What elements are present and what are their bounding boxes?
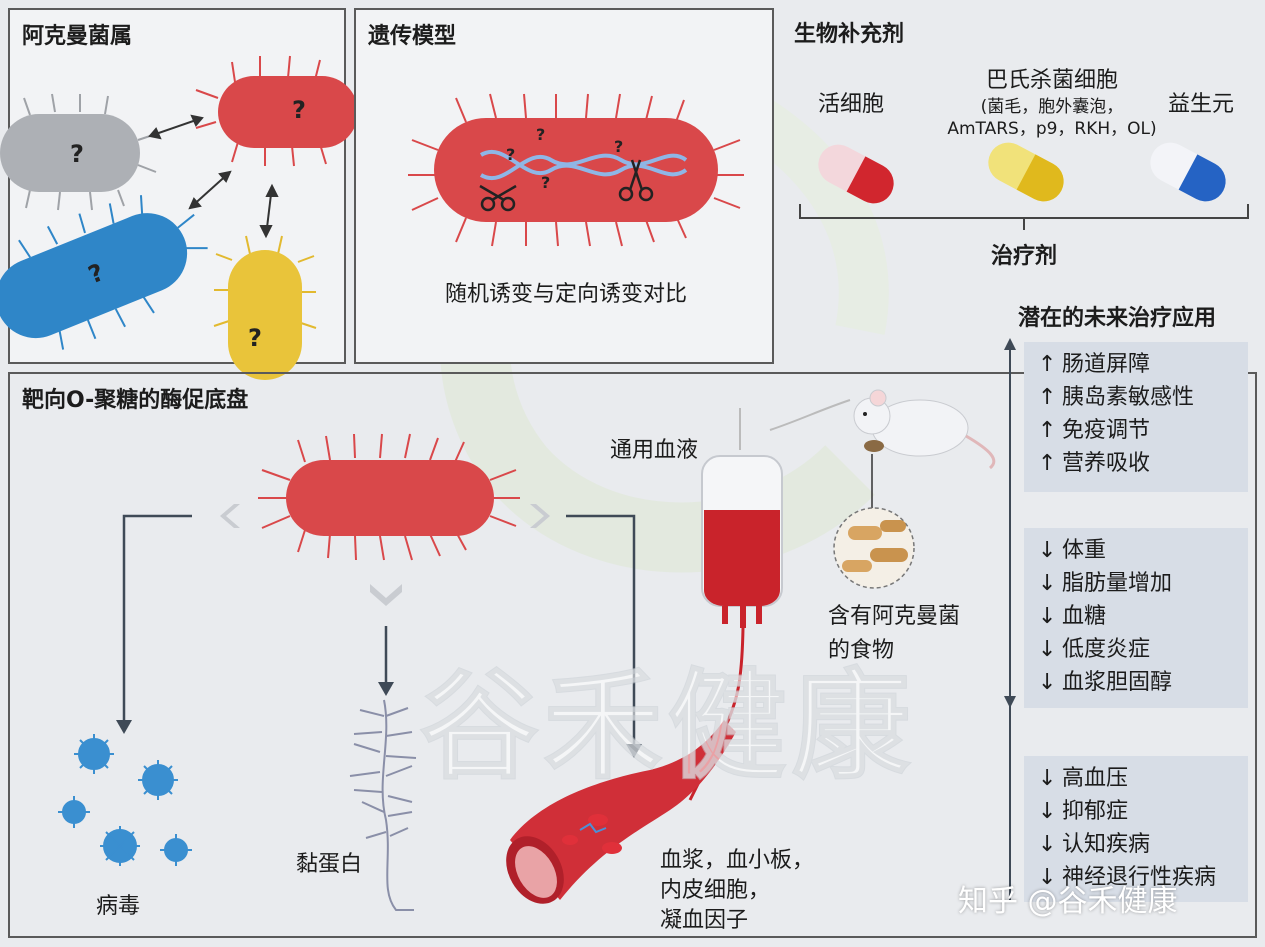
scissors-icon <box>479 159 654 212</box>
pasteurized-detail-line1: (菌毛，胞外囊泡， <box>980 97 1124 117</box>
red-bacterium: ? <box>195 55 358 167</box>
blood-components-line2: 内皮细胞， <box>660 878 771 903</box>
svg-text:?: ? <box>536 125 545 144</box>
genetic-bacterium-illustration: ???? <box>408 93 744 247</box>
pasteurized-detail-line2: AmTARS，p9，RKH，OL) <box>947 119 1157 139</box>
virus-icon <box>100 826 140 866</box>
therapeutics-bracket <box>799 204 1249 230</box>
future-item: ↓体重 <box>1038 538 1107 563</box>
pasteurized-cells-label: 巴氏杀菌细胞 <box>985 68 1118 93</box>
therapeutics-label: 治疗剂 <box>990 244 1057 269</box>
mucin-icon <box>349 699 417 911</box>
svg-text:?: ? <box>541 173 550 192</box>
future-item: ↓抑郁症 <box>1038 799 1129 824</box>
virus-icons <box>58 734 192 866</box>
future-group-decrease-metabolic: ↓体重 ↓脂肪量增加 ↓血糖 ↓低度炎症 ↓血浆胆固醇 <box>1024 528 1248 708</box>
svg-text:?: ? <box>248 324 262 352</box>
future-item: ↑胰岛素敏感性 <box>1038 385 1195 410</box>
future-item: ↓脂肪量增加 <box>1038 571 1173 596</box>
future-item: ↑营养吸收 <box>1038 451 1151 476</box>
yellow-capsule-icon <box>988 142 1064 202</box>
panel-genetic-model: 遗传模型 ???? 随机诱变与定向诱变对比 <box>354 8 774 364</box>
future-item: ↓血糖 <box>1038 604 1107 629</box>
svg-text:?: ? <box>70 140 84 168</box>
blue-capsule-icon <box>1150 142 1226 202</box>
food-label-line2: 的食物 <box>828 638 895 663</box>
future-item: ↓血浆胆固醇 <box>1038 670 1173 695</box>
future-item: ↑免疫调节 <box>1038 418 1151 443</box>
panel-title: 靶向O-聚糖的酶促底盘 <box>22 388 249 413</box>
panel-biological-supplements: 生物补充剂 活细胞 巴氏杀菌细胞 (菌毛，胞外囊泡， AmTARS，p9，RKH… <box>782 8 1257 276</box>
future-group-decrease-disease: ↓高血压 ↓抑郁症 ↓认知疾病 ↓神经退行性疾病 <box>1024 756 1248 902</box>
watermark-text: 谷禾健康 <box>419 656 917 796</box>
virus-icon <box>74 734 114 774</box>
food-icon <box>833 507 915 589</box>
future-group-increase: ↑肠道屏障 ↑胰岛素敏感性 ↑免疫调节 ↑营养吸收 <box>1024 342 1248 492</box>
flow-arrows <box>122 514 636 746</box>
bacteria-illustration: ? ? ? <box>0 55 358 380</box>
virus-icon <box>160 834 192 866</box>
future-item: ↓低度炎症 <box>1038 637 1151 662</box>
svg-text:?: ? <box>506 145 515 164</box>
svg-text:?: ? <box>614 137 623 156</box>
gray-bacterium: ? <box>0 93 157 211</box>
blue-bacterium: ? <box>0 195 208 350</box>
panel-title: 遗传模型 <box>368 24 457 49</box>
panel-title: 阿克曼菌属 <box>22 24 133 49</box>
universal-blood-label: 通用血液 <box>610 438 699 463</box>
mucin-label: 黏蛋白 <box>296 852 363 877</box>
panel-akkermansia: 阿克曼菌属 ? ? <box>0 8 358 380</box>
virus-icon <box>138 760 178 800</box>
future-title: 潜在的未来治疗应用 <box>1018 306 1217 331</box>
postbiotics-label: 益生元 <box>1168 92 1235 117</box>
future-item: ↓认知疾病 <box>1038 832 1151 857</box>
red-capsule-icon <box>818 144 894 204</box>
live-cells-label: 活细胞 <box>818 92 885 117</box>
blood-vessel-icon <box>506 720 736 904</box>
dna-helix-icon <box>479 150 688 180</box>
future-item: ↓神经退行性疾病 <box>1038 865 1217 890</box>
blood-bag-icon <box>688 399 851 801</box>
interaction-arrows <box>148 114 279 239</box>
future-item: ↑肠道屏障 <box>1038 352 1151 377</box>
blood-components-line1: 血浆，血小板， <box>660 848 815 873</box>
chevron-icons <box>220 504 550 606</box>
future-item: ↓高血压 <box>1038 766 1129 791</box>
food-label-line1: 含有阿克曼菌 <box>828 604 961 629</box>
zhihu-credit: 知乎 @谷禾健康 <box>958 884 1178 919</box>
panel-oglycan-chassis: 靶向O-聚糖的酶促底盘 <box>8 372 1257 938</box>
mouse-icon <box>853 389 996 510</box>
genetic-caption: 随机诱变与定向诱变对比 <box>444 282 687 307</box>
panel-title: 生物补充剂 <box>794 22 905 47</box>
capsules-illustration <box>799 142 1249 230</box>
virus-label: 病毒 <box>96 894 141 919</box>
virus-icon <box>58 796 90 828</box>
svg-text:?: ? <box>292 96 306 124</box>
yellow-bacterium: ? <box>213 235 317 380</box>
blood-components-line3: 凝血因子 <box>660 908 749 933</box>
chassis-bacterium <box>258 433 520 561</box>
